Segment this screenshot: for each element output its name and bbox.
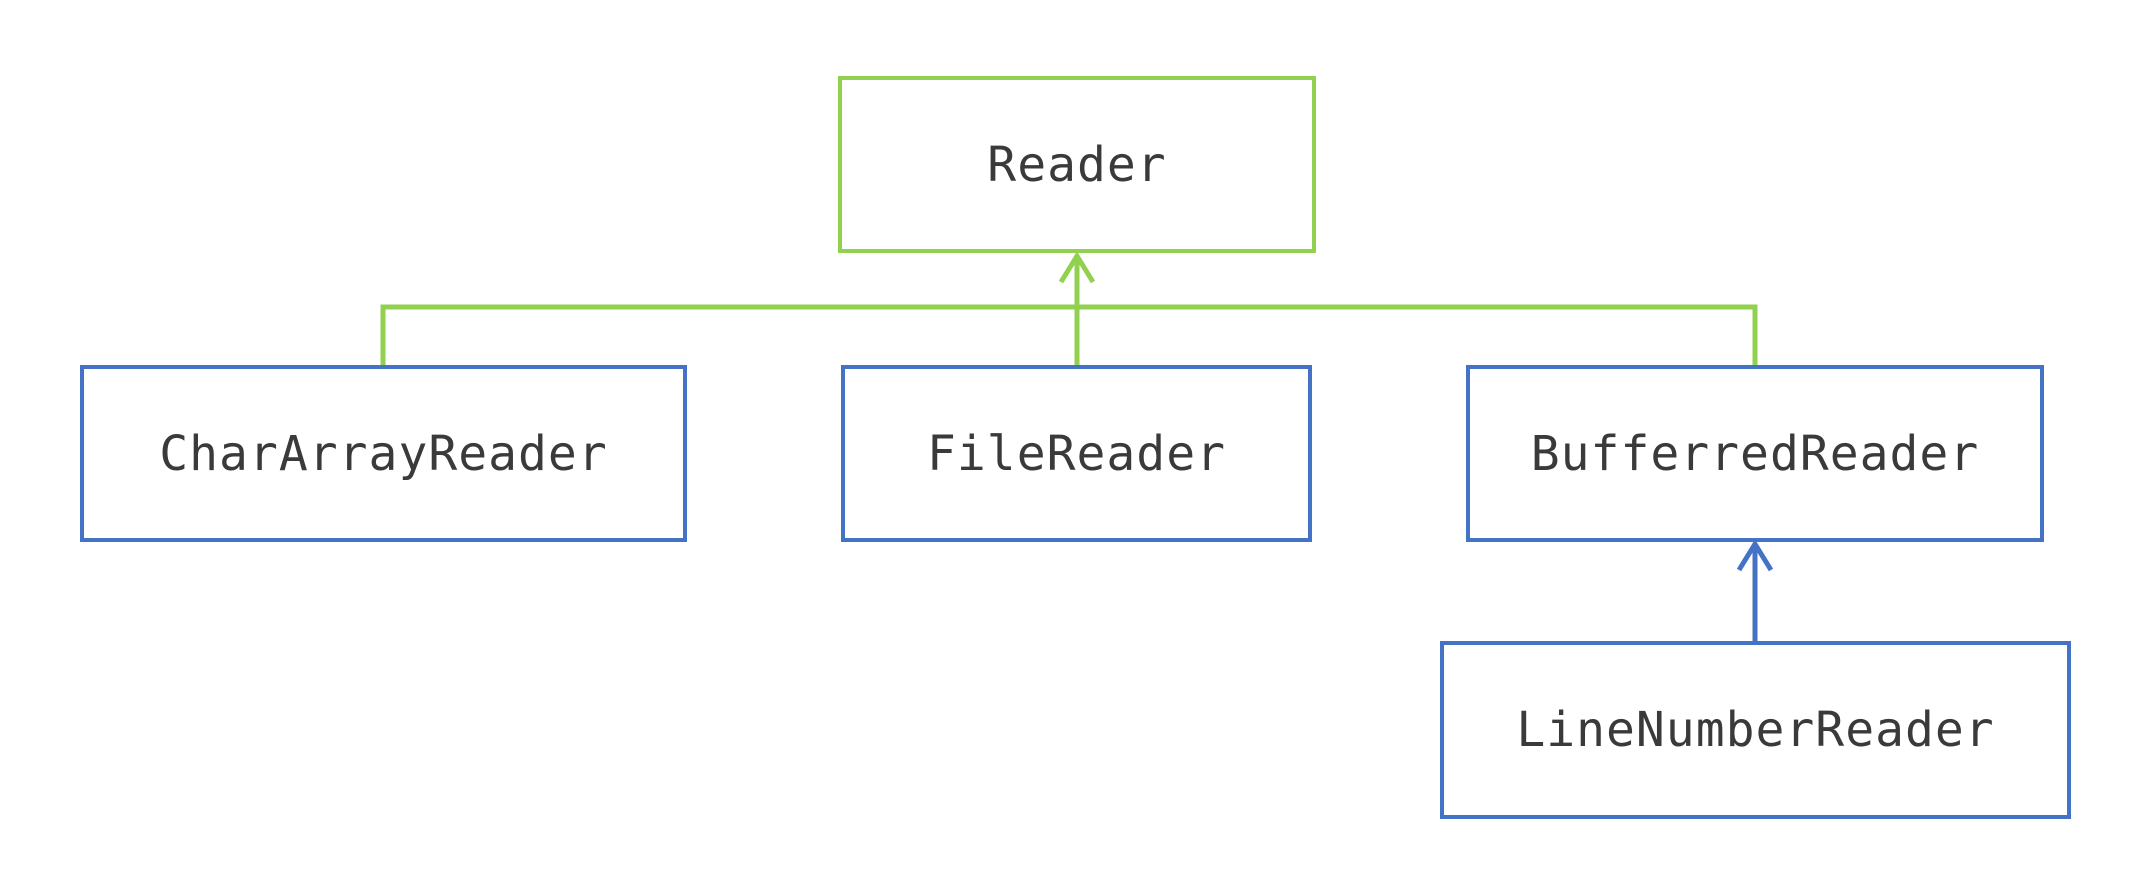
node-reader-label: Reader [987, 136, 1167, 193]
node-reader: Reader [838, 76, 1316, 253]
arrowhead-bufferedreader [1736, 539, 1774, 572]
arrowhead-reader [1058, 251, 1096, 284]
node-filereader: FileReader [841, 365, 1312, 542]
node-linenumberreader: LineNumberReader [1440, 641, 2071, 819]
node-filereader-label: FileReader [927, 425, 1226, 482]
node-chararrayreader: CharArrayReader [80, 365, 687, 542]
node-linenumberreader-label: LineNumberReader [1516, 702, 1995, 758]
node-chararrayreader-label: CharArrayReader [159, 425, 608, 482]
connector-chararrayreader-to-reader [380, 304, 1077, 365]
node-bufferredreader-label: BufferredReader [1530, 425, 1980, 482]
connector-bufferedreader-to-reader [1077, 304, 1758, 365]
node-bufferredreader: BufferredReader [1466, 365, 2044, 542]
